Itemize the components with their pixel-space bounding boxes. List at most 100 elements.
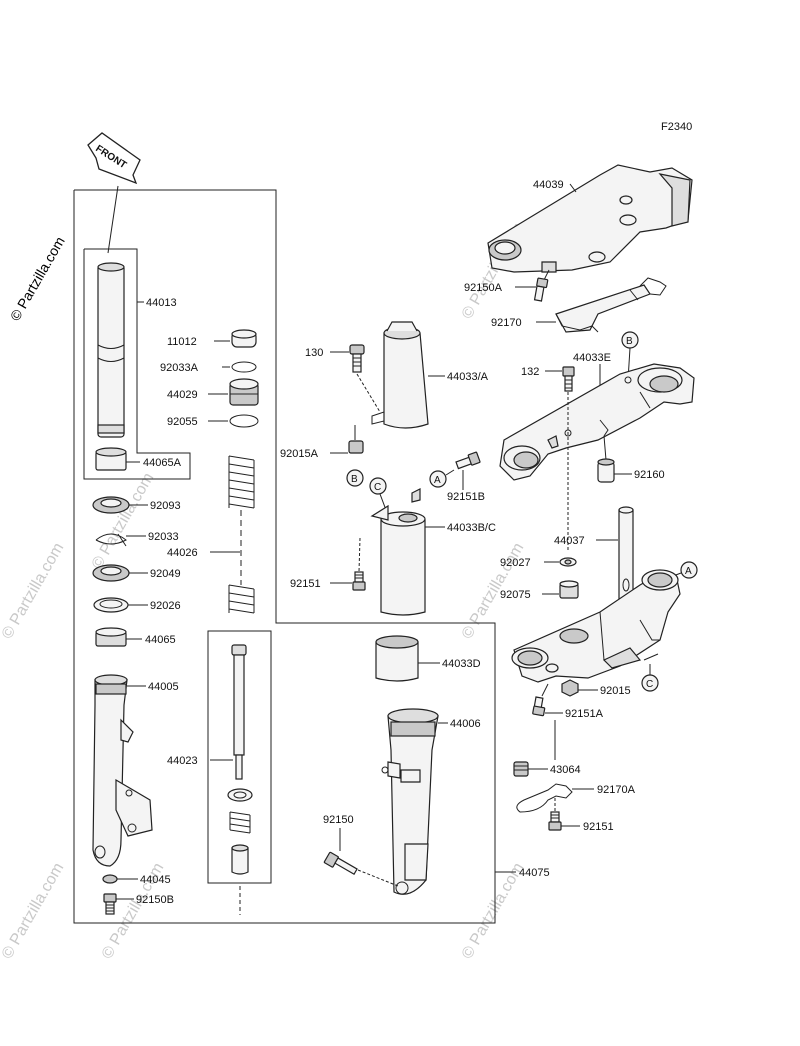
bolt-92150A <box>533 269 550 302</box>
callout-letter: B <box>351 474 358 485</box>
part-label: 92151A <box>565 708 604 720</box>
watermark-layer: © Partzilla.com © Partzilla.com © Partzi… <box>0 220 527 962</box>
watermark: © Partzilla.com <box>0 540 67 642</box>
callout-letter: C <box>646 679 653 690</box>
lower-bracket <box>511 569 681 683</box>
part-label: 44013 <box>146 297 177 309</box>
part-label: 44045 <box>140 874 171 886</box>
part-label: 44037 <box>554 535 585 547</box>
figure-code: F2340 <box>661 121 692 133</box>
part-label: 92160 <box>634 469 665 481</box>
oring-92055 <box>229 414 259 428</box>
watermark: © Partzilla.com <box>459 860 528 962</box>
callout-letter: B <box>626 336 633 347</box>
bush-44065A <box>95 447 127 471</box>
part-label: 92033 <box>148 531 179 543</box>
part-label: 92075 <box>500 589 531 601</box>
seal-92093 <box>92 496 130 514</box>
outer-tube-44005 <box>92 674 153 867</box>
callout-letter: A <box>434 475 441 486</box>
part-label: 44026 <box>167 547 198 559</box>
clip-92170A <box>516 783 573 813</box>
part-label: 92150A <box>464 282 503 294</box>
inner-tube-frame <box>83 248 191 480</box>
callout-letter: A <box>685 566 692 577</box>
part-label: 92150 <box>323 814 354 826</box>
ring-92033A <box>231 361 257 373</box>
damper-frame <box>207 630 272 884</box>
band-44033D <box>375 635 419 682</box>
leader-line <box>107 185 119 254</box>
part-label: 44033E <box>573 352 611 364</box>
part-label: 130 <box>305 347 323 359</box>
bolt-92151-right <box>548 811 562 831</box>
watermark: © Partzilla.com <box>89 470 158 572</box>
part-92160 <box>597 435 615 483</box>
seal-92049 <box>92 564 130 582</box>
clip-92033 <box>95 533 127 547</box>
part-label: 11012 <box>167 336 197 348</box>
cover-44033BC <box>370 488 426 616</box>
part-label: 44065 <box>145 634 176 646</box>
fork-assembly-frame <box>73 189 496 924</box>
part-label: 92015 <box>600 685 631 697</box>
part-label: 92055 <box>167 416 198 428</box>
washer-44045 <box>102 874 118 884</box>
part-label: 44033D <box>442 658 481 670</box>
part-label: 92027 <box>500 557 531 569</box>
bolt-132 <box>562 366 575 392</box>
cap-11012 <box>231 329 257 348</box>
callout-a <box>680 561 698 579</box>
front-arrow-icon <box>87 132 141 185</box>
part-label: 44065A <box>143 457 182 469</box>
group-boxes <box>73 189 496 924</box>
part-label: 92151B <box>447 491 485 503</box>
part-label: 92150B <box>136 894 174 906</box>
callout-b <box>346 469 364 487</box>
bolt-92151-left <box>352 571 366 591</box>
part-92075 <box>559 580 579 599</box>
damper-rod-44023 <box>227 644 253 915</box>
bolt-130 <box>349 344 365 373</box>
part-label: 44005 <box>148 681 179 693</box>
bolt-92151B <box>455 451 481 470</box>
part-label: 92151 <box>290 578 321 590</box>
seat-44029 <box>229 378 259 406</box>
part-label: 92170 <box>491 317 522 329</box>
watermark: © Partzilla.com <box>0 860 67 962</box>
callout-c <box>369 477 387 495</box>
bolt-92150 <box>323 851 358 876</box>
part-label: 92015A <box>280 448 319 460</box>
part-label: 92170A <box>597 784 636 796</box>
part-label: 44029 <box>167 389 198 401</box>
washer-92026 <box>93 597 129 613</box>
inner-tube-44013 <box>97 262 125 438</box>
part-label: 44023 <box>167 755 198 767</box>
nut-92015 <box>561 679 579 697</box>
callout-a <box>429 470 447 488</box>
callout-letter: C <box>374 482 381 493</box>
clamp-92170 <box>555 277 667 333</box>
part-label: 92033A <box>160 362 199 374</box>
part-label: 44039 <box>533 179 564 191</box>
outer-tube-44006 <box>381 708 439 895</box>
part-label: 132 <box>521 366 539 378</box>
part-label: 43064 <box>550 764 581 776</box>
part-label: 44075 <box>519 867 550 879</box>
cover-44033A <box>371 321 429 429</box>
part-label: 92151 <box>583 821 614 833</box>
side-watermark: © Partzilla.com <box>7 234 68 324</box>
holder-44039 <box>487 164 693 273</box>
part-43064 <box>513 761 529 777</box>
front-arrow: FRONT <box>87 132 141 254</box>
part-label: 92026 <box>150 600 181 612</box>
spring-44026 <box>228 455 255 614</box>
bolt-92150B <box>103 893 117 915</box>
bolt-92151A <box>532 683 549 717</box>
bush-44065 <box>95 627 127 647</box>
part-label: 92049 <box>150 568 181 580</box>
part-label: 92093 <box>150 500 181 512</box>
nut-92015A <box>348 425 364 454</box>
callout-c <box>641 674 659 692</box>
